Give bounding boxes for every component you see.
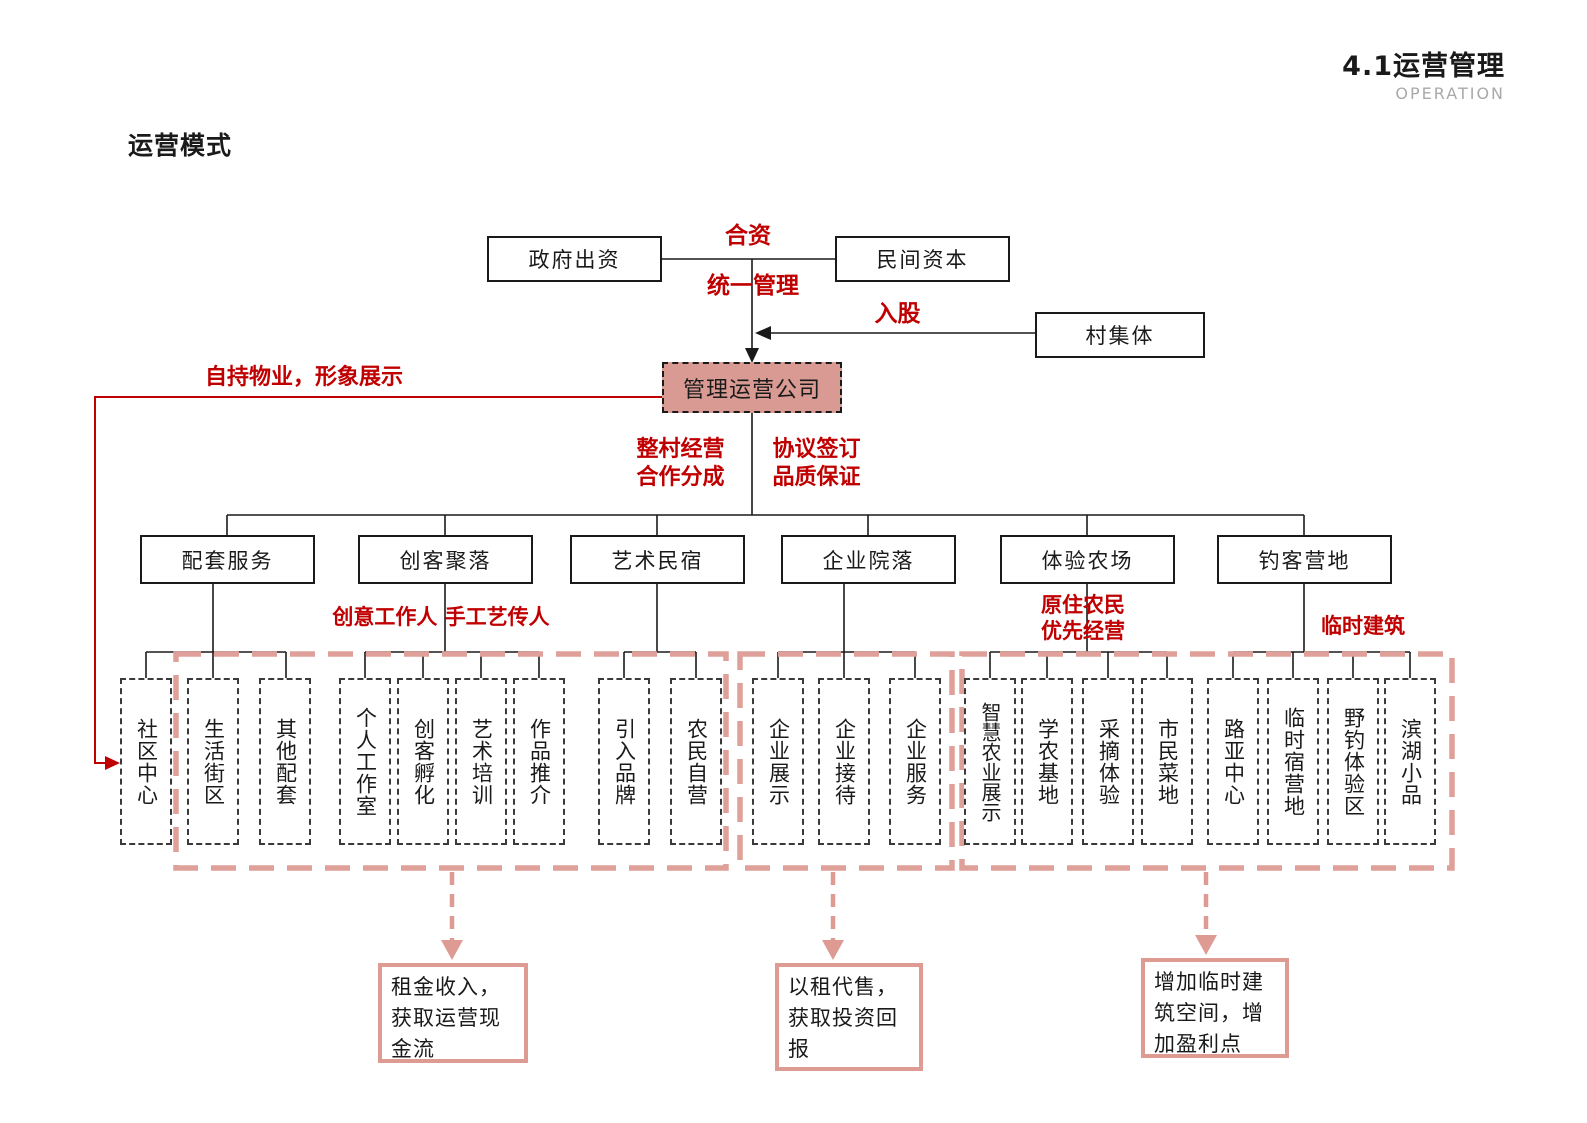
label-agreement-line1: 协议签订 xyxy=(772,437,861,462)
sub-item-farming-study-base: 学农基地 xyxy=(1021,678,1073,845)
node-village-collective: 村集体 xyxy=(1035,312,1205,358)
category-supporting-services: 配套服务 xyxy=(140,535,315,584)
sub-item-citizen-vegetable-plots: 市民菜地 xyxy=(1141,678,1193,845)
category-fishing-camp: 钓客营地 xyxy=(1217,535,1392,584)
label-maker-talent: 创意工作人 手工艺传人 xyxy=(332,605,550,629)
section-subtitle: OPERATION xyxy=(1395,84,1505,103)
note-arrows xyxy=(441,872,1217,960)
sub-item-smart-agriculture-display: 智慧农业展示 xyxy=(964,678,1016,845)
category-enterprise-courtyard: 企业院落 xyxy=(781,535,956,584)
self-held-property-line xyxy=(94,396,662,770)
sub-item-works-promotion: 作品推介 xyxy=(513,678,565,845)
sub-item-enterprise-exhibition: 企业展示 xyxy=(752,678,804,845)
note-rental-income: 租金收入，获取运营现金流 xyxy=(378,963,528,1063)
category-maker-cluster: 创客聚落 xyxy=(358,535,533,584)
category-art-homestay: 艺术民宿 xyxy=(570,535,745,584)
sub-item-maker-incubation: 创客孵化 xyxy=(397,678,449,845)
label-self-held-property: 自持物业，形象展示 xyxy=(205,365,404,390)
sub-item-introduced-brands: 引入品牌 xyxy=(598,678,650,845)
note-temporary-building-profit: 增加临时建筑空间，增加盈利点 xyxy=(1141,958,1289,1058)
sub-item-community-center: 社区中心 xyxy=(120,678,172,845)
sub-item-temporary-camping: 临时宿营地 xyxy=(1267,678,1319,845)
label-temporary-building: 临时建筑 xyxy=(1321,614,1405,638)
node-government-funding: 政府出资 xyxy=(487,236,662,282)
node-private-capital: 民间资本 xyxy=(835,236,1010,282)
sub-item-picking-experience: 采摘体验 xyxy=(1082,678,1134,845)
diagram-title: 运营模式 xyxy=(128,131,233,160)
sub-item-lakeside-features: 滨湖小品 xyxy=(1384,678,1436,845)
label-equity-participation: 入股 xyxy=(874,301,921,327)
label-agreement-line2: 品质保证 xyxy=(772,465,861,490)
pink-group-containers xyxy=(173,651,1455,871)
label-native-farmer-line2: 优先经营 xyxy=(1041,619,1125,643)
label-native-farmer-line1: 原住农民 xyxy=(1041,593,1125,617)
node-management-company: 管理运营公司 xyxy=(662,362,842,413)
sub-item-art-training: 艺术培训 xyxy=(455,678,507,845)
sub-item-lure-center: 路亚中心 xyxy=(1207,678,1259,845)
section-title: 4.1运营管理 xyxy=(1342,51,1505,82)
sub-item-enterprise-services: 企业服务 xyxy=(889,678,941,845)
sub-item-wild-fishing-zone: 野钓体验区 xyxy=(1327,678,1379,845)
sub-item-enterprise-reception: 企业接待 xyxy=(818,678,870,845)
sub-item-farmer-operated: 农民自营 xyxy=(670,678,722,845)
sub-item-personal-studio: 个人工作室 xyxy=(339,678,391,845)
category-experience-farm: 体验农场 xyxy=(1000,535,1175,584)
sub-item-living-street: 生活街区 xyxy=(187,678,239,845)
label-unified-management: 统一管理 xyxy=(707,273,799,299)
black-arrowheads xyxy=(745,326,771,363)
label-whole-village-line2: 合作分成 xyxy=(636,465,725,490)
sub-item-other-supporting: 其他配套 xyxy=(259,678,311,845)
label-joint-venture: 合资 xyxy=(725,223,771,249)
label-whole-village-line1: 整村经营 xyxy=(636,437,725,462)
note-rent-to-sell: 以租代售，获取投资回报 xyxy=(775,963,923,1071)
